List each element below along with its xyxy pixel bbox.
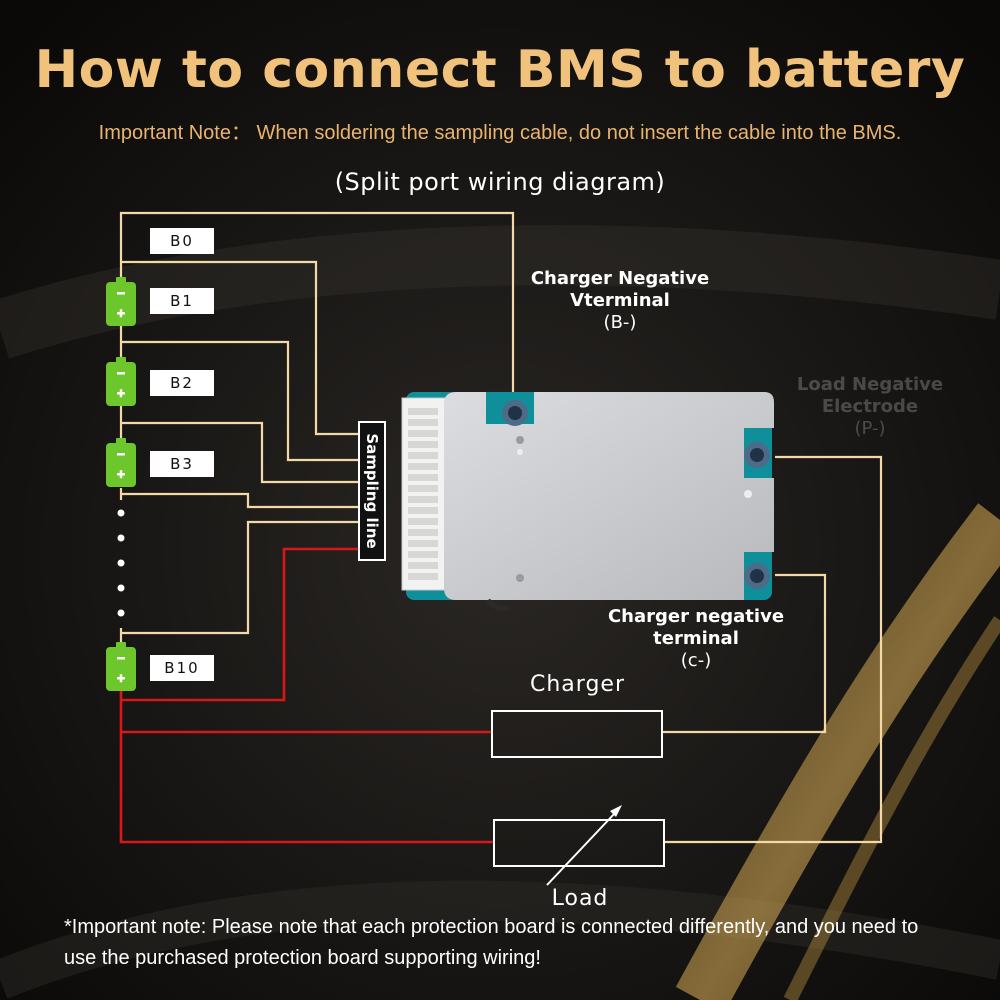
page-title: How to connect BMS to battery bbox=[34, 40, 966, 100]
load-box bbox=[493, 819, 665, 867]
positive-wires bbox=[119, 547, 493, 844]
charger-label: Charger bbox=[530, 672, 625, 697]
cell-label-b3: B3 bbox=[150, 451, 214, 477]
sampling-line-text: Sampling line bbox=[363, 433, 381, 549]
wire-b3 bbox=[121, 492, 360, 509]
c-minus-label: Charger negative terminal (c-) bbox=[596, 606, 796, 672]
p-minus-code: (P-) bbox=[854, 418, 886, 439]
load-label: Load bbox=[551, 886, 609, 911]
b-minus-code: (B-) bbox=[603, 312, 637, 333]
pointer-arrow-icon bbox=[546, 805, 622, 886]
battery-cell-icon bbox=[105, 642, 137, 696]
wire-b10-positive bbox=[121, 547, 360, 702]
p-minus-label: Load Negative Electrode (P-) bbox=[790, 374, 950, 440]
battery-cell-icon bbox=[105, 357, 137, 411]
b-minus-name-line2: Vterminal bbox=[570, 290, 670, 311]
wire-b10 bbox=[121, 520, 360, 635]
battery-cell-icon bbox=[105, 438, 137, 492]
wire-b0 bbox=[121, 260, 360, 436]
important-note-top: Important Note： When soldering the sampl… bbox=[98, 122, 902, 144]
wire-b-minus bbox=[119, 211, 515, 404]
c-minus-name-line1: Charger negative bbox=[607, 606, 785, 627]
bms-board-icon bbox=[401, 392, 774, 611]
cell-label-b0: B0 bbox=[150, 228, 214, 254]
cell-ellipsis bbox=[117, 509, 125, 617]
cell-label-b2: B2 bbox=[150, 370, 214, 396]
important-note-bottom: *Important note: Please note that each p… bbox=[64, 916, 919, 969]
b-minus-name-line1: Charger Negative bbox=[530, 268, 710, 289]
sampling-line-label: Sampling line bbox=[358, 421, 386, 561]
wire-b2 bbox=[121, 421, 360, 484]
c-minus-code: (c-) bbox=[680, 650, 712, 671]
cell-label-b1: B1 bbox=[150, 288, 214, 314]
wire-c-minus bbox=[663, 573, 827, 734]
c-minus-name-line2: terminal bbox=[653, 628, 739, 649]
charger-box bbox=[491, 710, 663, 758]
diagram-subtitle: (Split port wiring diagram) bbox=[334, 168, 666, 196]
cell-label-b10: B10 bbox=[150, 655, 214, 681]
screw-terminal-icon bbox=[744, 442, 770, 468]
wire-b1 bbox=[121, 340, 360, 462]
b-minus-label: Charger Negative Vterminal (B-) bbox=[520, 268, 720, 334]
screw-terminal-icon bbox=[502, 400, 528, 426]
wire-p-minus bbox=[665, 455, 883, 844]
p-minus-name-line1: Load Negative bbox=[796, 374, 944, 395]
wire-load-positive bbox=[119, 690, 493, 844]
p-minus-name-line2: Electrode bbox=[821, 396, 919, 417]
battery-cell-icon bbox=[105, 277, 137, 331]
sense-wires bbox=[119, 211, 883, 844]
screw-terminal-icon bbox=[744, 563, 770, 589]
